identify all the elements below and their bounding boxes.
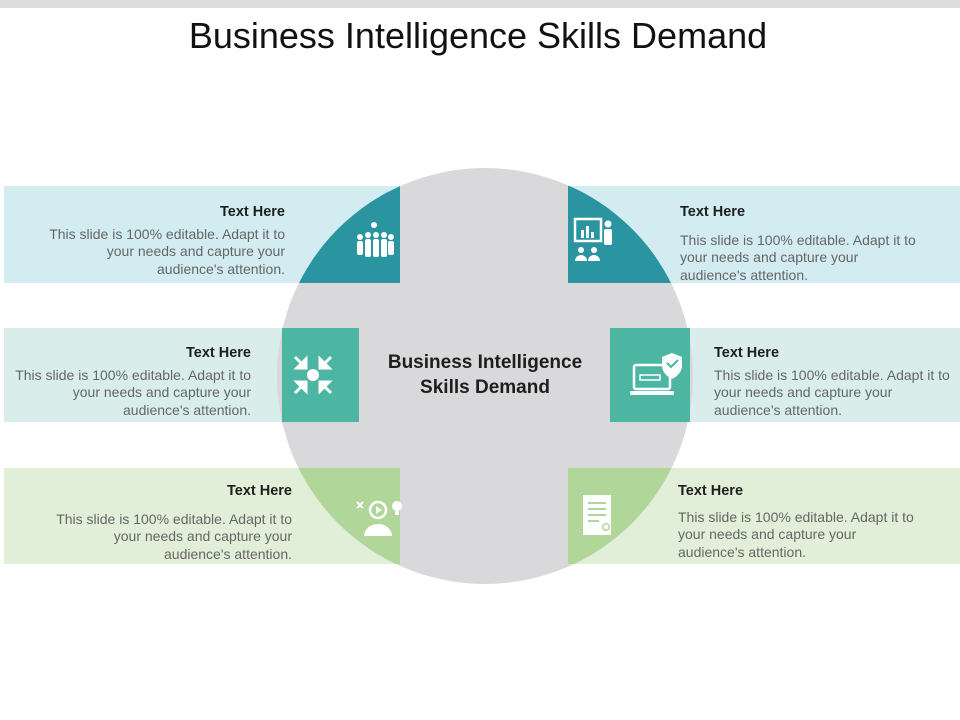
converge-arrows-icon [288, 350, 338, 400]
text-body: This slide is 100% editable. Adapt it to… [49, 225, 285, 277]
text-block-top-right: Text Here This slide is 100% editable. A… [680, 204, 920, 284]
text-heading: Text Here [219, 204, 285, 220]
segment-mid-left [282, 328, 359, 422]
text-body: This slide is 100% editable. Adapt it to… [15, 366, 251, 418]
text-body: This slide is 100% editable. Adapt it to… [678, 508, 914, 560]
text-block-mid-right: Text Here This slide is 100% editable. A… [714, 345, 954, 419]
slide-title: Business Intelligence Skills Demand [188, 15, 768, 56]
text-block-mid-left: Text Here This slide is 100% editable. A… [11, 345, 251, 419]
center-title-line1: Business Intelligence [387, 352, 583, 373]
text-block-bottom-right: Text Here This slide is 100% editable. A… [678, 483, 918, 561]
presentation-icon [570, 214, 618, 266]
top-bar [0, 0, 960, 8]
certificate-icon [578, 492, 618, 540]
text-body: This slide is 100% editable. Adapt it to… [714, 366, 950, 418]
text-block-bottom-left: Text Here This slide is 100% editable. A… [52, 483, 292, 563]
laptop-shield-icon [626, 350, 688, 402]
text-block-top-left: Text Here This slide is 100% editable. A… [45, 204, 285, 278]
text-body: This slide is 100% editable. Adapt it to… [56, 510, 292, 562]
text-heading: Text Here [714, 345, 780, 361]
text-heading: Text Here [226, 483, 292, 499]
text-heading: Text Here [185, 345, 251, 361]
center-title: Business Intelligence Skills Demand [360, 350, 610, 400]
text-body: This slide is 100% editable. Adapt it to… [680, 231, 916, 283]
text-heading: Text Here [680, 204, 746, 220]
text-heading: Text Here [678, 483, 744, 499]
center-title-line2: Skills Demand [420, 377, 550, 398]
person-skills-icon [352, 492, 408, 540]
segment-top-left [277, 186, 400, 283]
team-idea-icon [350, 218, 398, 268]
segment-bottom-left [277, 468, 400, 564]
